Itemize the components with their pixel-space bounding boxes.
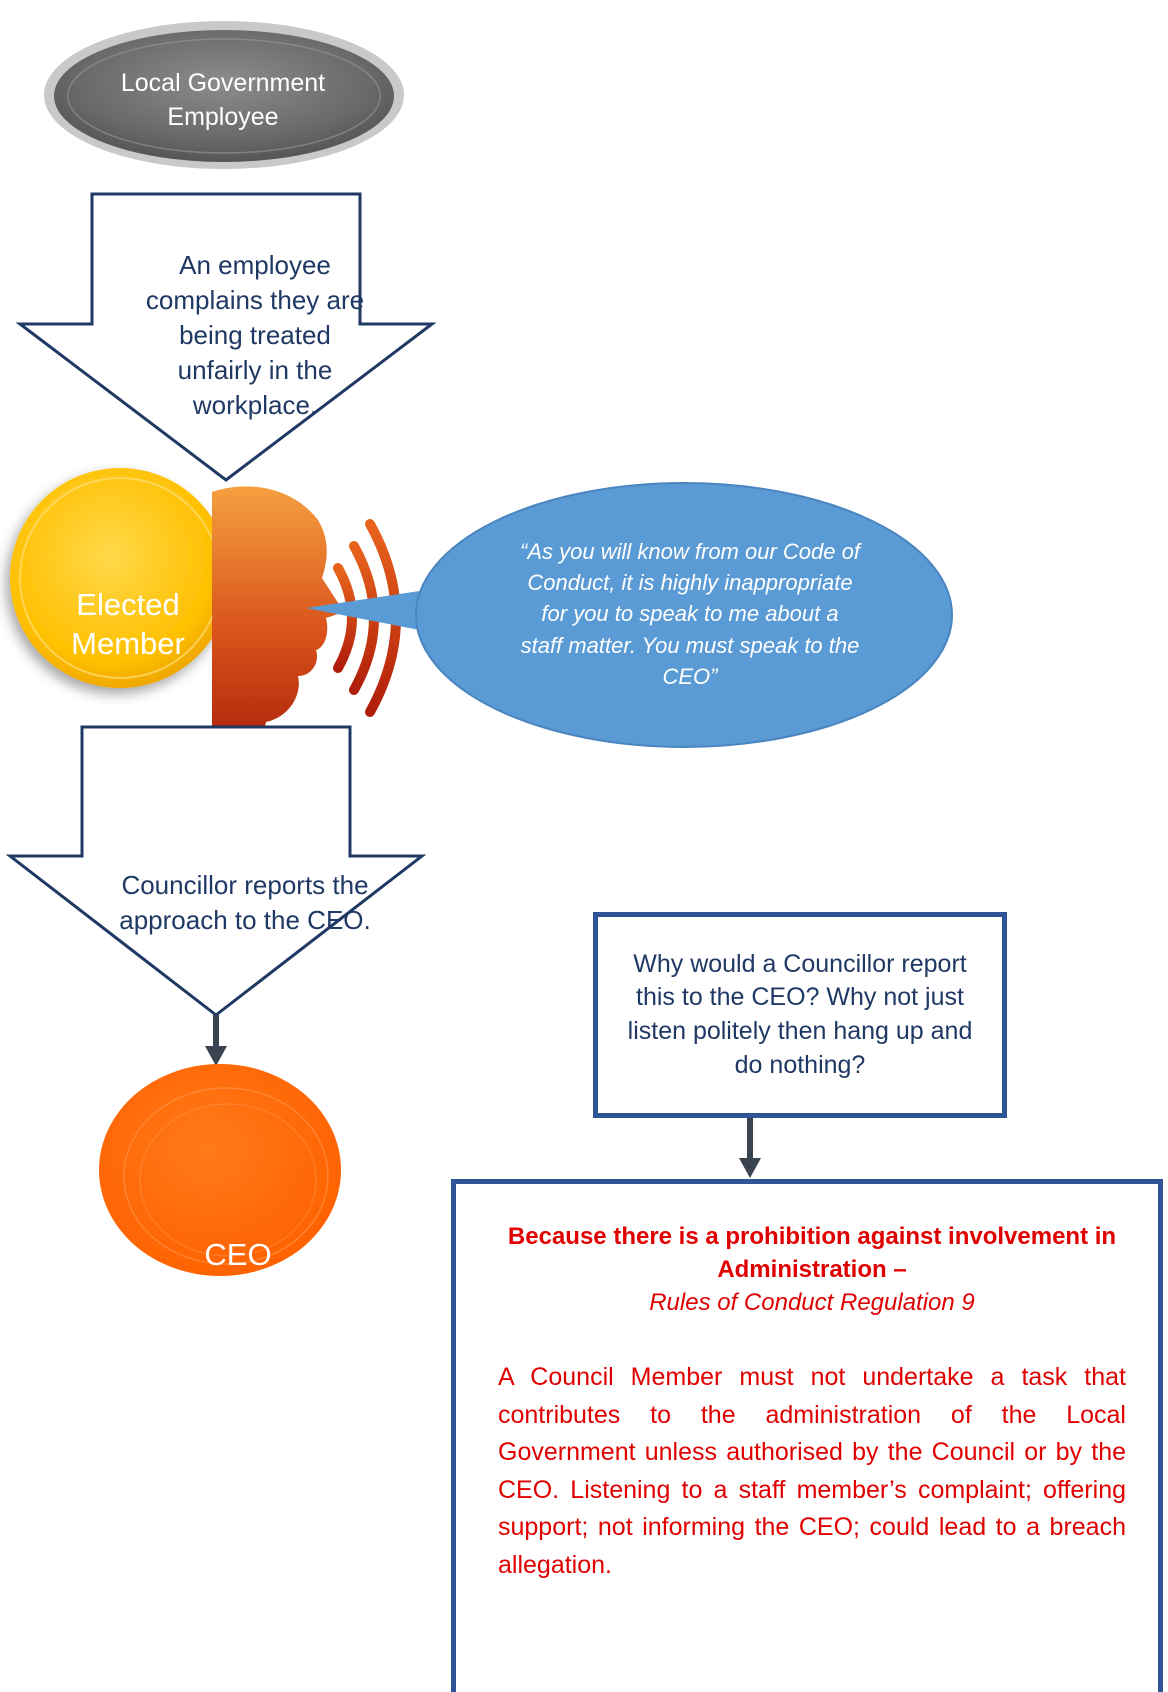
employee-oval — [44, 21, 404, 169]
complaint-arrow — [15, 192, 437, 482]
question-text: Why would a Councillor report this to th… — [627, 949, 973, 1079]
employee-label: Local Government Employee — [120, 69, 326, 131]
elected-member-label: Elected Member — [71, 587, 185, 661]
report-text: Councillor reports the approach to the C… — [119, 870, 371, 936]
connector-to-ceo — [205, 1015, 227, 1066]
speech-bubble-text: “As you will know from our Code of Condu… — [520, 539, 860, 689]
complaint-text: An employee complains they are being tre… — [145, 250, 365, 421]
answer-box: Because there is a prohibition against i… — [451, 1179, 1163, 1692]
speech-bubble — [306, 482, 953, 748]
connector-to-answer — [739, 1118, 761, 1178]
speaking-head-icon — [212, 486, 401, 760]
answer-heading: Because there is a prohibition against i… — [507, 1223, 1117, 1284]
question-box: Why would a Councillor report this to th… — [593, 912, 1007, 1118]
answer-body: A Council Member must not undertake a ta… — [498, 1363, 1126, 1579]
ceo-oval — [99, 1064, 341, 1276]
ceo-label: CEO — [204, 1237, 272, 1272]
report-arrow — [5, 725, 427, 1017]
answer-citation: Rules of Conduct Regulation 9 — [649, 1289, 975, 1317]
